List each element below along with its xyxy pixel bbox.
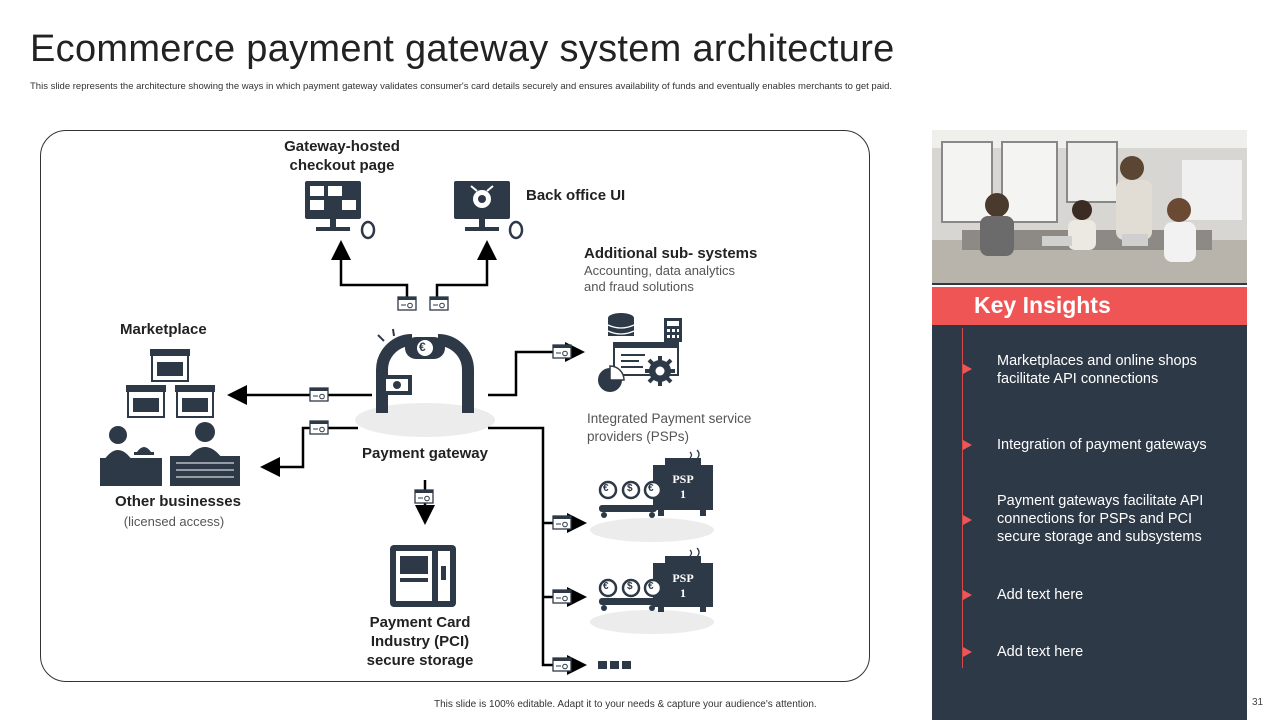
psp-number: 1 [680,487,686,501]
insight-item: Add text here [997,644,1084,660]
coin-symbol: € [648,581,654,592]
insight-item: Integration of payment gateways [997,437,1207,453]
additional-subsystems-desc: Accounting, data analytics and fraud sol… [584,263,736,294]
bullet-triangle-icon [963,647,972,657]
bullet-triangle-icon [963,440,972,450]
coin-symbol: € [603,581,609,592]
marketplace-label: Marketplace [120,321,207,338]
insights-timeline-line [962,328,963,668]
coin-symbol: € [648,483,654,494]
insights-header-bar [932,285,1247,325]
additional-subsystems-title: Additional sub- systems [584,245,758,262]
back-office-label: Back office UI [526,187,626,204]
coin-symbol: € [603,483,609,494]
page-number: 31 [1252,697,1264,708]
bullet-triangle-icon [963,515,972,525]
insights-title: Key Insights [974,292,1111,318]
integrated-psp-label: Integrated Payment service providers (PS… [587,411,752,444]
licensed-access-label: (licensed access) [123,514,225,529]
payment-gateway-label: Payment gateway [362,445,488,462]
psp-label: PSP [672,571,694,585]
coin-symbol: $ [627,483,633,494]
psp-number: 1 [680,586,686,600]
bullet-triangle-icon [963,590,972,600]
footer-note: This slide is 100% editable. Adapt it to… [434,699,817,710]
page-title: Ecommerce payment gateway system archite… [30,28,895,70]
insight-item: Add text here [997,587,1084,603]
gateway-hosted-label: Gateway-hosted checkout page [284,138,400,174]
gateway-euro-symbol: € [419,340,426,354]
team-meeting-photo [932,130,1247,283]
bullet-triangle-icon [963,364,972,374]
other-businesses-label: Other businesses [115,493,241,510]
psp-label: PSP [672,472,694,486]
insight-item: Payment gateways facilitate API connecti… [997,493,1204,545]
psp-machine-label-1: PSP 1 [663,472,703,502]
psp-machine-label-2: PSP 1 [663,571,703,601]
pci-storage-label: Payment Card Industry (PCI) secure stora… [366,614,474,669]
page-subtitle: This slide represents the architecture s… [30,81,893,92]
coin-symbol: $ [627,581,633,592]
insight-item: Marketplaces and online shops facilitate… [997,353,1197,387]
diagram-frame [40,130,870,682]
